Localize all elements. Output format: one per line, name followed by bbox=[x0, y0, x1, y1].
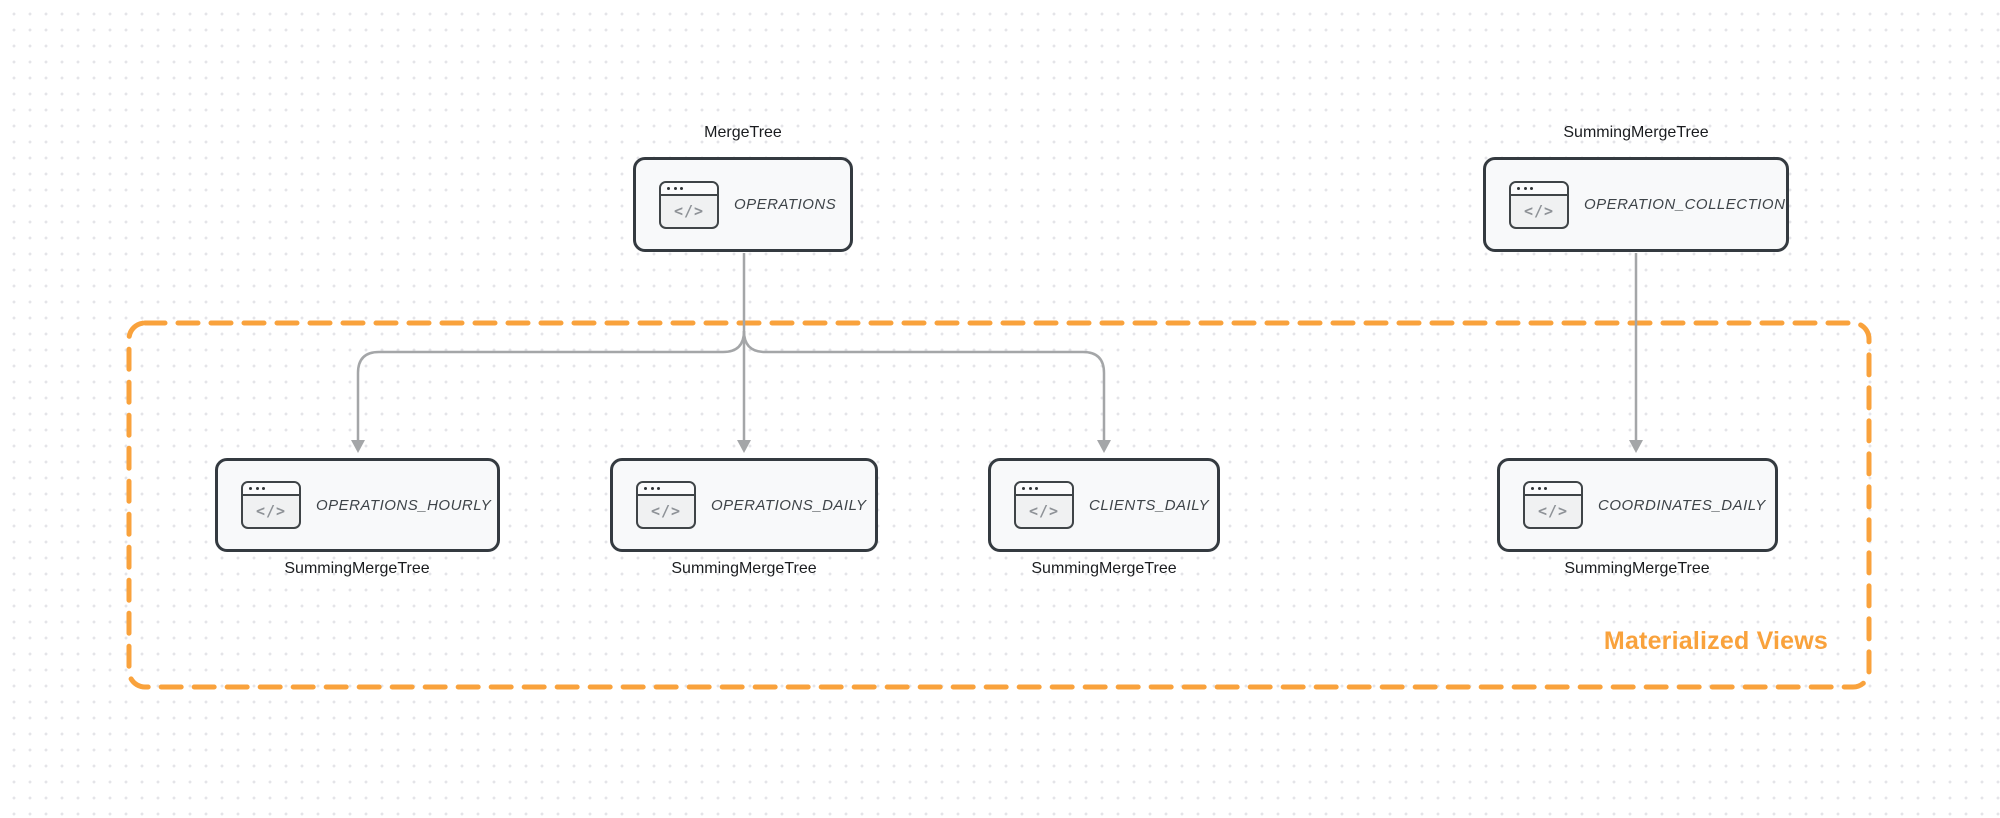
code-window-icon: </> bbox=[636, 481, 696, 529]
window-dots-icon bbox=[638, 483, 694, 496]
window-dots-icon bbox=[661, 182, 717, 196]
table-name: OPERATIONS_DAILY bbox=[711, 496, 867, 514]
edge-operations-to-operations-hourly bbox=[356, 330, 746, 440]
edge-operations-to-clients-daily bbox=[742, 330, 1106, 440]
node-coordinates-daily[interactable]: </> COORDINATES_DAILY bbox=[1497, 458, 1778, 552]
window-dots-icon bbox=[243, 483, 299, 496]
code-glyph: </> bbox=[650, 502, 682, 520]
table-name: OPERATIONS bbox=[734, 196, 837, 213]
engine-label-clients-daily: SummingMergeTree bbox=[1031, 560, 1177, 577]
engine-label-coordinates-daily: SummingMergeTree bbox=[1564, 560, 1710, 577]
code-window-icon: </> bbox=[1014, 481, 1074, 529]
code-glyph: </> bbox=[1028, 502, 1060, 520]
engine-label-operations-daily: SummingMergeTree bbox=[671, 560, 817, 577]
code-window-icon: </> bbox=[659, 180, 719, 229]
code-window-icon: </> bbox=[241, 481, 301, 529]
node-clients-daily[interactable]: </> CLIENTS_DAILY bbox=[988, 458, 1220, 552]
node-operations-hourly[interactable]: </> OPERATIONS_HOURLY bbox=[215, 458, 500, 552]
code-window-icon: </> bbox=[1523, 481, 1583, 529]
arrowhead-clients-daily bbox=[1097, 440, 1111, 453]
materialized-views-label: Materialized Views bbox=[1603, 627, 1828, 655]
code-glyph: </> bbox=[673, 201, 705, 220]
materialized-views-group-rect bbox=[126, 320, 1872, 690]
table-name: OPERATIONS_HOURLY bbox=[316, 496, 492, 514]
window-dots-icon bbox=[1525, 483, 1581, 496]
window-dots-icon bbox=[1016, 483, 1072, 496]
node-operation-collection[interactable]: </> OPERATION_COLLECTION bbox=[1483, 157, 1789, 252]
table-name: OPERATION_COLLECTION bbox=[1584, 196, 1786, 213]
arrowhead-operations-hourly bbox=[351, 440, 365, 453]
code-glyph: </> bbox=[1537, 502, 1569, 520]
window-dots-icon bbox=[1511, 182, 1567, 196]
table-name: COORDINATES_DAILY bbox=[1598, 496, 1766, 514]
arrowhead-coordinates-daily bbox=[1629, 440, 1643, 453]
table-name: CLIENTS_DAILY bbox=[1089, 496, 1210, 514]
node-operations[interactable]: </> OPERATIONS bbox=[633, 157, 853, 252]
engine-label-operation-collection: SummingMergeTree bbox=[1563, 124, 1709, 141]
engine-label-operations: MergeTree bbox=[704, 124, 782, 141]
engine-label-operations-hourly: SummingMergeTree bbox=[284, 560, 430, 577]
code-glyph: </> bbox=[1523, 201, 1555, 220]
code-window-icon: </> bbox=[1509, 180, 1569, 229]
arrowhead-operations-daily bbox=[737, 440, 751, 453]
code-glyph: </> bbox=[255, 502, 287, 520]
node-operations-daily[interactable]: </> OPERATIONS_DAILY bbox=[610, 458, 878, 552]
